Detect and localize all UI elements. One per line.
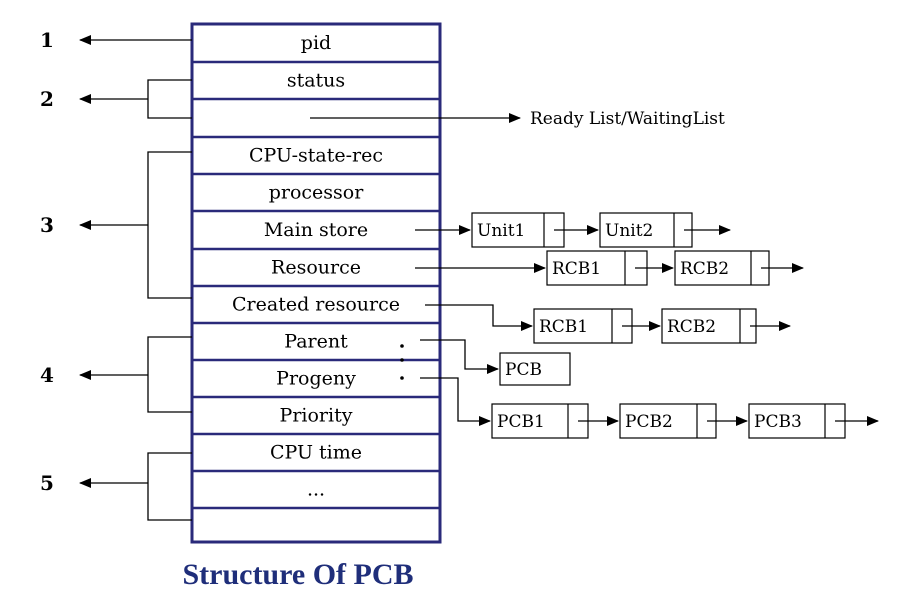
main-store-chain: Unit1 Unit2: [415, 212, 731, 248]
pcb-field-parent: Parent: [284, 331, 348, 353]
pcb-field-progeny: Progeny: [276, 368, 356, 390]
group-number-3: 3: [40, 213, 54, 237]
group-brackets: [79, 35, 192, 521]
pcb-field-processor: processor: [269, 182, 365, 204]
group-number-4: 4: [40, 363, 54, 387]
pcb-table-outline: [190, 22, 442, 544]
pcb-field-priority: Priority: [280, 405, 353, 427]
chain-box-label: PCB1: [497, 412, 545, 432]
pcb-field-pid: pid: [301, 32, 331, 54]
pcb-field-created-resource: Created resource: [232, 294, 400, 316]
ready-list-label: Ready List/WaitingList: [530, 109, 725, 129]
resource-chain: RCB1 RCB2: [415, 250, 804, 286]
pcb-field-status: status: [287, 70, 345, 92]
diagram-caption: Structure Of PCB: [182, 558, 414, 591]
pcb-field-more: ...: [307, 479, 325, 501]
chain-box-label: RCB2: [667, 317, 716, 337]
parent-link: PCB: [420, 339, 571, 386]
pcb-field-cpu-state-rec: CPU-state-rec: [249, 145, 383, 167]
ellipsis-dots: [400, 344, 404, 380]
chain-box-label: Unit2: [605, 221, 653, 241]
progeny-chain: PCB1 PCB2 PCB3: [420, 377, 879, 439]
chain-box-label: PCB2: [625, 412, 673, 432]
chain-box-label: RCB2: [680, 259, 729, 279]
pcb-field-cpu-time: CPU time: [270, 442, 362, 464]
created-resource-chain: RCB1 RCB2: [425, 304, 791, 344]
parent-pcb-label: PCB: [505, 360, 542, 380]
chain-box-label: PCB3: [754, 412, 802, 432]
group-number-1: 1: [40, 28, 54, 52]
pcb-field-main-store: Main store: [264, 219, 368, 241]
chain-box-label: Unit1: [477, 221, 525, 241]
chain-box-label: RCB1: [539, 317, 588, 337]
chain-box-label: RCB1: [552, 259, 601, 279]
pcb-field-resource: Resource: [271, 257, 361, 279]
group-number-2: 2: [40, 87, 54, 111]
group-number-5: 5: [40, 471, 54, 495]
